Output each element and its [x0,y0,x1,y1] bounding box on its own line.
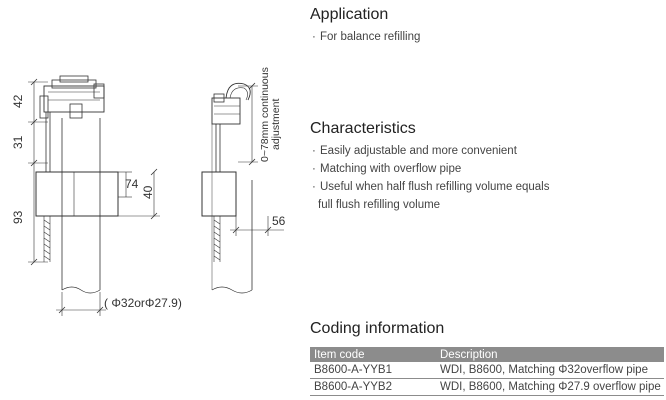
characteristics-item-continuation: full flush refilling volume [318,199,441,211]
dim-56-label: 56 [272,214,286,228]
adjustment-range-label-2: adjustment [270,99,282,150]
bullet-mark: · [312,145,316,157]
characteristics-item-text: Useful when half flush refilling volume … [320,181,550,193]
list-item: · Useful when half flush refilling volume… [312,178,549,196]
coding-heading: Coding information [310,320,445,337]
technical-drawing: 42 31 93 74 40 56 ( Φ32orΦ27.9) 0~78mm c… [11,67,286,316]
characteristics-heading: Characteristics [310,120,416,137]
characteristics-item-text: Matching with overflow pipe [320,163,462,175]
pipe-diameter-label: ( Φ32orΦ27.9) [104,296,182,310]
characteristics-list: · Easily adjustable and more convenient ·… [312,142,549,214]
dim-40-label: 40 [141,185,155,199]
column-header-description: Description [436,347,664,362]
application-heading: Application [310,6,389,23]
bullet-mark: · [312,31,316,43]
bullet-mark: · [312,181,316,193]
dim-93-label: 93 [11,210,25,224]
column-header-item-code: Item code [310,347,436,362]
description-cell: WDI, B8600, Matching Φ32overflow pipe [436,362,664,379]
dim-74-label: 74 [125,177,139,191]
description-cell: WDI, B8600, Matching Φ27.9 overflow pipe [436,378,664,396]
characteristics-item-text: Easily adjustable and more convenient [320,145,517,157]
item-code-cell: B8600-A-YYB1 [310,362,436,379]
dim-31-label: 31 [11,135,25,149]
table-header-row: Item code Description [310,347,664,362]
item-code-cell: B8600-A-YYB2 [310,378,436,396]
list-item: · For balance refilling [312,28,420,46]
coding-table: Item code Description B8600-A-YYB1 WDI, … [310,347,664,396]
application-list: · For balance refilling [312,28,420,46]
side-view-drawing [201,82,284,294]
front-view-drawing [28,75,160,316]
adjustment-range-label: 0~78mm continuous [259,67,271,162]
dim-42-label: 42 [11,94,25,108]
application-item-text: For balance refilling [320,31,421,43]
table-row: B8600-A-YYB1 WDI, B8600, Matching Φ32ove… [310,362,664,379]
bullet-mark: · [312,163,316,175]
list-item: · Matching with overflow pipe [312,160,549,178]
list-item: · Easily adjustable and more convenient [312,142,549,160]
table-row: B8600-A-YYB2 WDI, B8600, Matching Φ27.9 … [310,378,664,396]
